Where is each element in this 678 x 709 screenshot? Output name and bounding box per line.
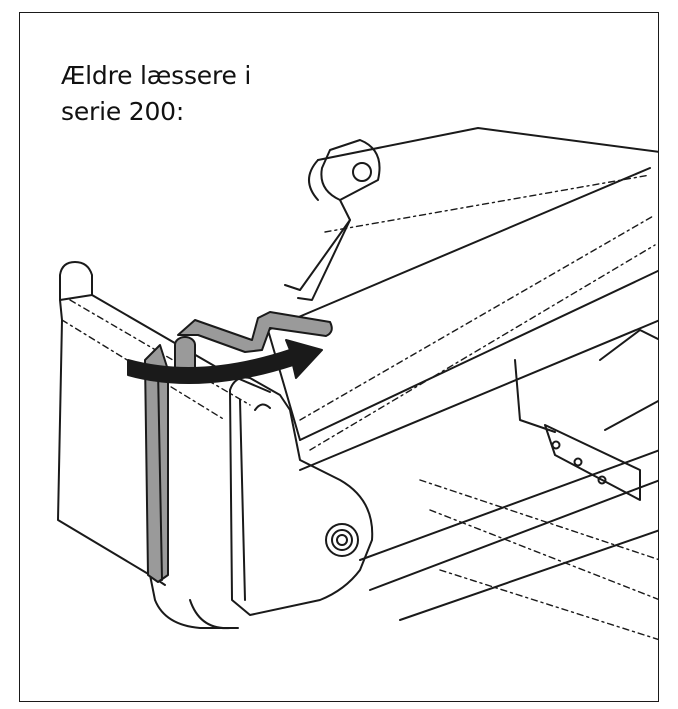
illustration-frame: Ældre læssere i serie 200: — [19, 12, 659, 702]
side-plate — [229, 376, 374, 616]
loader-arm — [267, 127, 658, 471]
lower-frame — [359, 329, 658, 641]
hinge-bracket — [284, 139, 381, 301]
release-handle — [144, 344, 169, 583]
caption: Ældre læssere i serie 200: — [61, 58, 251, 130]
caption-line-1: Ældre læssere i — [61, 61, 252, 90]
rotation-arrow — [127, 339, 323, 384]
caption-line-2: serie 200: — [61, 97, 185, 126]
